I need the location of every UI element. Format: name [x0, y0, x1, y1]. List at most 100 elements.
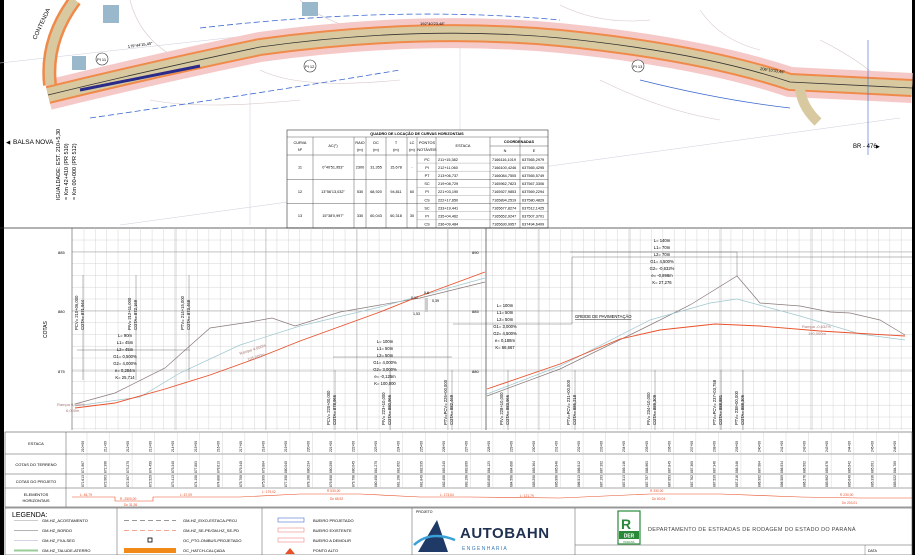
projeto-cell: 874.108	[194, 475, 198, 487]
station-cota: COTA= 873,468	[186, 299, 191, 330]
estaca-cell: 218+00	[261, 441, 265, 452]
legend-item: GM-HZ_FXA-SEG	[42, 538, 75, 543]
estaca-cell: 239+00	[735, 441, 739, 452]
cell-t: 15,678	[390, 166, 402, 170]
estaca-cell: 236+00	[667, 441, 671, 452]
terreno-cell: 877.883	[194, 461, 198, 473]
vertical-curve-param: e= 0,284m	[115, 368, 135, 373]
vertical-curve-param: G2= -0,632%	[650, 266, 675, 271]
point-e: 637565,5749	[522, 174, 544, 178]
point-n: 7165894,2519	[492, 198, 516, 202]
projeto-cell: 887.530	[712, 475, 716, 487]
cell-t: 94,811	[390, 190, 401, 194]
cell-ac: 0°40'51,953"	[322, 166, 344, 170]
terreno-cell: 885.976	[825, 461, 829, 473]
col-header: (m)	[373, 148, 379, 152]
ramp-length: 6,000m	[66, 408, 80, 413]
station-label: PIV= 223+10,000	[381, 392, 386, 425]
point-estaca: 212+11,060	[438, 166, 458, 170]
terreno-cell: 889.146	[622, 461, 626, 473]
station-cota: COTA= 882,469	[449, 394, 454, 425]
horizontal-elements-line	[72, 493, 912, 502]
vertical-curve-param: L= 140m	[654, 238, 671, 243]
row-label: ELEMENTOS	[24, 492, 49, 497]
profile-band-table: ESTACA COTAS DO TERRENO COTAS DO PROJETO…	[4, 431, 913, 508]
legend-item: BUEIRO PROJETADO	[313, 518, 354, 523]
terreno-cell: 887.302	[600, 461, 604, 473]
station-cota: COTA= 880,966	[387, 394, 392, 425]
point-n: 7165927,9853	[492, 190, 516, 194]
estaca-cell: 240+00	[758, 441, 762, 452]
y-tick: 885	[58, 250, 65, 255]
terreno-cell: 886.512	[577, 461, 581, 473]
projeto-cell: 885.962	[825, 475, 829, 487]
estaca-cell: 241+00	[780, 441, 784, 452]
projeto-label: PROJETO	[416, 510, 433, 514]
cell-lc: 30	[410, 214, 414, 218]
estaca-cell: 228+00	[487, 441, 491, 452]
estaca-cell: 244+00	[848, 441, 852, 452]
projeto-cell: 886.902	[758, 475, 762, 487]
estaca-cell: 231+00	[555, 441, 559, 452]
legend: LEGENDA: GM-HZ_ACOSTAMENTOGM-HZ_BORDOGM-…	[4, 507, 913, 555]
station-label: PTV=PCV= 226+00,000	[443, 379, 448, 425]
horizontal-element-label: Dc 203,01	[842, 501, 857, 505]
estaca-cell: 230+00	[532, 441, 536, 452]
high-point-icon	[285, 548, 295, 554]
projeto-cell: 875.709	[239, 475, 243, 487]
vertical-curve-param: e= 0,188m	[495, 338, 515, 343]
terreno-cell: 873.270	[126, 461, 130, 473]
projeto-cell: 886.513	[577, 475, 581, 487]
projeto-cell: 887.513	[622, 475, 626, 487]
plan-view: PI 11 PI 12 PI 13 179°44'15,45" 192°40'2…	[0, 0, 913, 226]
legend-item: OC_HATCH-CALÇADA	[183, 548, 225, 553]
svg-text:PARANÁ: PARANÁ	[623, 540, 634, 544]
terreno-cell: 882.035	[419, 461, 423, 473]
cell-curva: 11	[298, 166, 302, 170]
arrow-right-icon: ▶	[876, 144, 880, 150]
terreno-cell: 880.234	[307, 461, 311, 473]
vertical-curve-param: L2= 50m	[497, 317, 514, 322]
station-label: PIV= 228+10,000	[499, 392, 504, 425]
projeto-cell: 887.216	[735, 475, 739, 487]
station-cota: COTA= 872,169	[133, 299, 138, 330]
terreno-cell: 872.306	[104, 461, 108, 473]
y-axis-label: COTAS	[43, 320, 49, 338]
estaca-cell: 211+00	[104, 441, 108, 452]
vertical-curve-param: G1= 4,500%	[650, 259, 674, 264]
terreno-cell: 879.884	[261, 461, 265, 473]
culvert-swatch	[277, 527, 305, 533]
vertical-curve-param: L1= 70m	[654, 245, 671, 250]
projeto-cell: 881.108	[397, 475, 401, 487]
point-n: 7165962,7823	[492, 182, 516, 186]
projeto-cell: 885.908	[555, 475, 559, 487]
legend-item: OC_PTO-ONIBUS-PROJETADO	[183, 538, 242, 543]
projeto-cell: 872.520	[149, 475, 153, 487]
legend-item: GM-HZ_BORDO	[42, 528, 72, 533]
city-label-balsa-nova: BALSA NOVA	[13, 139, 54, 146]
vertical-curve-param: L2= 70m	[654, 252, 671, 257]
station-label: PIV= 234+10,000	[646, 392, 651, 425]
col-header: Nº	[298, 148, 303, 152]
alt-line	[486, 298, 906, 395]
projeto-cell: 887.853	[667, 475, 671, 487]
cell-curva: 12	[298, 190, 302, 194]
company-name: AUTOBAHN	[460, 525, 550, 542]
estaca-cell: 233+00	[600, 441, 604, 452]
terreno-cell: 883.245	[442, 461, 446, 473]
point-name: PC	[424, 158, 430, 162]
der-logo: R DER PARANÁ	[617, 510, 641, 545]
cell-raio: 330	[357, 214, 363, 218]
cell-t: 60,318	[390, 214, 402, 218]
projeto-cell: 872.307	[126, 475, 130, 487]
terreno-cell: 888.346	[735, 461, 739, 473]
terreno-cell: 887.845	[667, 461, 671, 473]
pi-label: PI 11	[97, 57, 107, 62]
legend-item: BUEIRO A DEMOLIR	[313, 538, 351, 543]
table-title: QUADRO DE LOCAÇÃO DE CURVAS HORIZONTAIS	[370, 131, 464, 136]
point-e: 637565,2979	[522, 158, 544, 162]
projeto-cell: 885.208	[532, 475, 536, 487]
ramp-length: 140,000m	[808, 331, 826, 336]
estaca-cell: 226+00	[442, 441, 446, 452]
